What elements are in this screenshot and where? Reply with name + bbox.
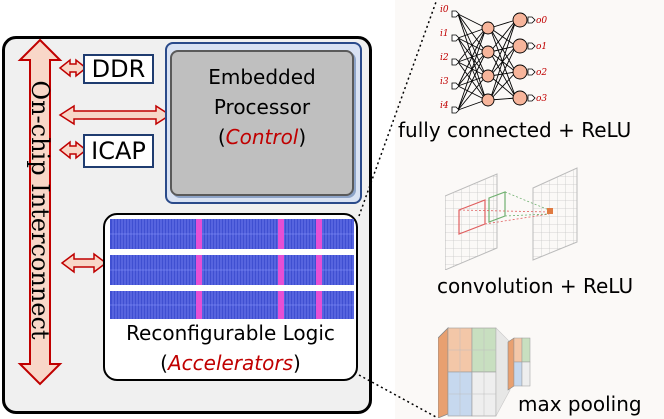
pool-caption: max pooling xyxy=(518,392,642,416)
processor-label: Embedded Processor (Control) xyxy=(170,62,354,152)
processor-inner-box xyxy=(170,50,354,196)
fully-connected-diagram: i0 i1 i2 i3 i4 o0 o1 o2 o3 xyxy=(440,5,547,114)
conv-caption: convolution + ReLU xyxy=(437,274,634,298)
fc-output-neuron xyxy=(512,90,528,106)
processor-line2: Processor xyxy=(213,95,311,119)
processor-role: (Control) xyxy=(170,122,354,152)
fc-caption: fully connected + ReLU xyxy=(398,118,632,142)
fabric-bram-0-0 xyxy=(196,219,202,249)
fpga-fabric-grid xyxy=(110,219,354,319)
fc-hidden-neuron xyxy=(481,45,495,59)
fc-output-label: o0 xyxy=(536,16,547,26)
fc-input-label: i3 xyxy=(440,77,449,87)
accel-role-close: ) xyxy=(293,351,301,375)
pool-output-q2 xyxy=(521,337,531,363)
fc-input-node xyxy=(451,82,460,90)
fabric-bram-1-2 xyxy=(316,255,322,285)
pool-output-q3 xyxy=(513,361,523,387)
processor-role-close: ) xyxy=(298,125,307,149)
fc-output-neuron xyxy=(512,12,528,28)
fc-hidden-neuron xyxy=(481,93,495,107)
fc-input-label: i1 xyxy=(440,29,449,39)
pool-output-q1 xyxy=(513,337,523,363)
fc-input-node xyxy=(451,34,460,42)
fabric-bram-1-1 xyxy=(278,255,284,285)
fc-output-neuron xyxy=(512,64,528,80)
pool-output-q4 xyxy=(521,361,531,387)
reconfigurable-logic-title: Reconfigurable Logic xyxy=(126,321,335,345)
fc-input-label: i2 xyxy=(440,53,449,63)
icap-box: ICAP xyxy=(83,134,154,168)
fc-input-label: i0 xyxy=(440,5,449,15)
ddr-box: DDR xyxy=(83,54,154,84)
fc-hidden-neuron xyxy=(481,69,495,83)
interconnect-arrows xyxy=(17,38,172,386)
fc-input-node xyxy=(451,58,460,66)
zoom-line-bottom xyxy=(358,374,437,418)
processor-line1: Embedded xyxy=(208,65,316,89)
fc-input-label: i4 xyxy=(440,101,449,111)
interconnect-bus-arrow xyxy=(17,38,63,386)
accel-role-text: Accelerators xyxy=(167,351,294,375)
fabric-bram-1-0 xyxy=(196,255,202,285)
conv-output-map xyxy=(532,167,578,261)
fc-output-neuron xyxy=(512,38,528,54)
fabric-bram-2-0 xyxy=(196,291,202,319)
fc-hidden-neuron xyxy=(481,21,495,35)
conv-kernel-red xyxy=(458,199,486,235)
processor-role-open: ( xyxy=(217,125,226,149)
fc-input-node xyxy=(451,106,460,114)
fabric-bram-2-2 xyxy=(316,291,322,319)
conv-output-pixel xyxy=(547,208,553,214)
fc-output-label: o3 xyxy=(536,94,547,104)
fc-output-label: o2 xyxy=(536,68,547,78)
zoom-line-top xyxy=(358,1,437,217)
fabric-bram-2-1 xyxy=(278,291,284,319)
fabric-bram-0-2 xyxy=(316,219,322,249)
reconfigurable-logic-role: (Accelerators) xyxy=(103,350,358,377)
fabric-bram-0-1 xyxy=(278,219,284,249)
processor-role-text: Control xyxy=(225,125,299,149)
accel-role-open: ( xyxy=(160,351,168,375)
fc-output-label: o1 xyxy=(536,42,547,52)
fc-input-node xyxy=(451,10,460,18)
conv-input-map xyxy=(445,173,498,270)
pooling-diagram xyxy=(438,327,531,418)
convolution-diagram xyxy=(445,167,578,270)
